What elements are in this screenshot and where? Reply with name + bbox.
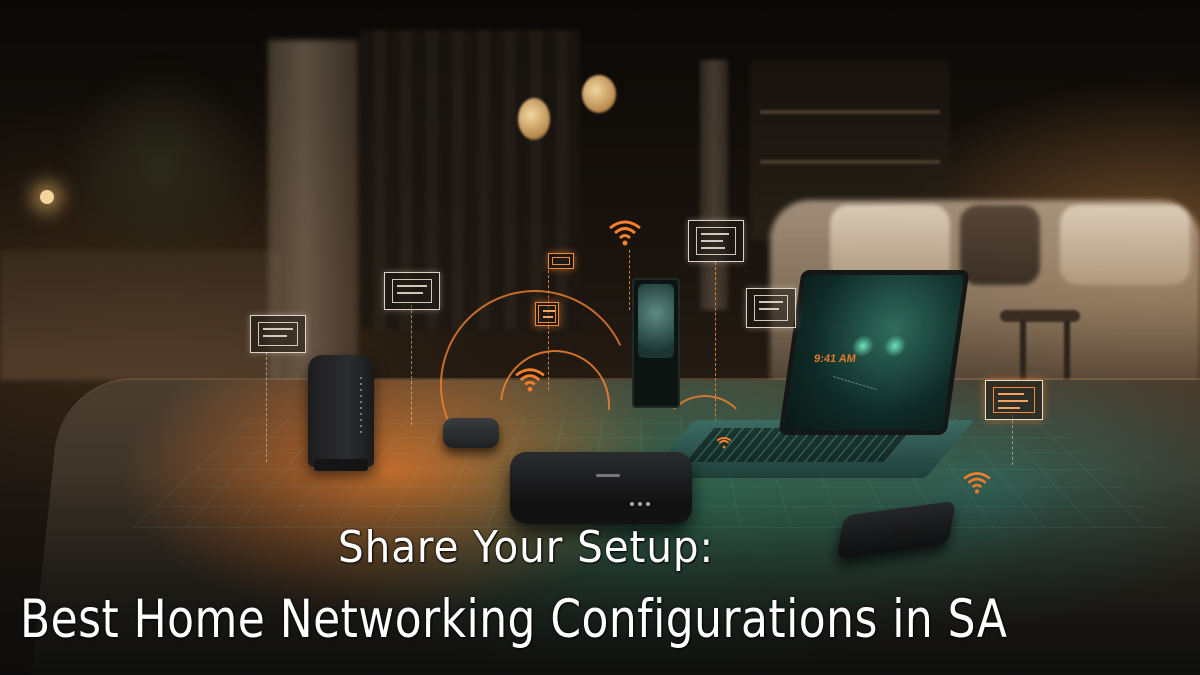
connection-line bbox=[629, 250, 630, 310]
connection-line bbox=[411, 305, 412, 425]
table-leg bbox=[1020, 320, 1026, 410]
connection-line bbox=[715, 262, 716, 462]
banner-title-line-2: Best Home Networking Configurations in S… bbox=[20, 588, 1008, 650]
ui-panel-icon bbox=[548, 253, 574, 269]
wifi-icon bbox=[608, 218, 642, 246]
screen-glow bbox=[882, 335, 908, 357]
ui-panel-icon bbox=[250, 315, 306, 353]
laptop-screen-time: 9:41 AM bbox=[813, 353, 857, 365]
sofa-cushion bbox=[960, 205, 1040, 285]
ui-panel-icon bbox=[384, 272, 440, 310]
banner-title-line-1: Share Your Setup: bbox=[338, 522, 715, 573]
connection-line bbox=[548, 270, 549, 390]
router-indicator-dots bbox=[360, 377, 362, 437]
wifi-icon bbox=[716, 436, 732, 449]
background-pillar bbox=[700, 60, 728, 310]
pendant-lamp bbox=[518, 98, 550, 140]
mesh-node-screen bbox=[638, 284, 674, 358]
laptop-screen-subtitle: ~~~~~~~~~~~~ bbox=[831, 374, 878, 394]
ui-panel-icon bbox=[985, 380, 1043, 420]
router-base bbox=[314, 459, 368, 471]
side-table bbox=[1000, 310, 1080, 322]
laptop-screen: 9:41 AM ~~~~~~~~~~~~ bbox=[778, 270, 970, 435]
ui-panel-icon bbox=[688, 220, 744, 262]
sofa-cushion bbox=[1060, 205, 1190, 285]
range-extender-icon bbox=[443, 418, 499, 448]
shelf-board bbox=[760, 110, 940, 114]
shelf-board bbox=[760, 160, 940, 164]
bottom-vignette bbox=[0, 475, 1200, 675]
table-leg bbox=[1064, 320, 1070, 430]
pendant-lamp bbox=[582, 75, 616, 113]
mesh-node-icon bbox=[632, 278, 680, 408]
background-plant bbox=[60, 60, 260, 280]
router-icon bbox=[308, 355, 374, 471]
wifi-icon bbox=[514, 366, 546, 392]
background-light bbox=[40, 190, 54, 204]
connection-line bbox=[1012, 415, 1013, 465]
connection-line bbox=[266, 352, 267, 462]
background-cabinet bbox=[0, 250, 280, 380]
ui-panel-icon bbox=[746, 288, 796, 328]
signal-arc bbox=[660, 395, 750, 485]
ui-panel-icon bbox=[535, 302, 559, 326]
